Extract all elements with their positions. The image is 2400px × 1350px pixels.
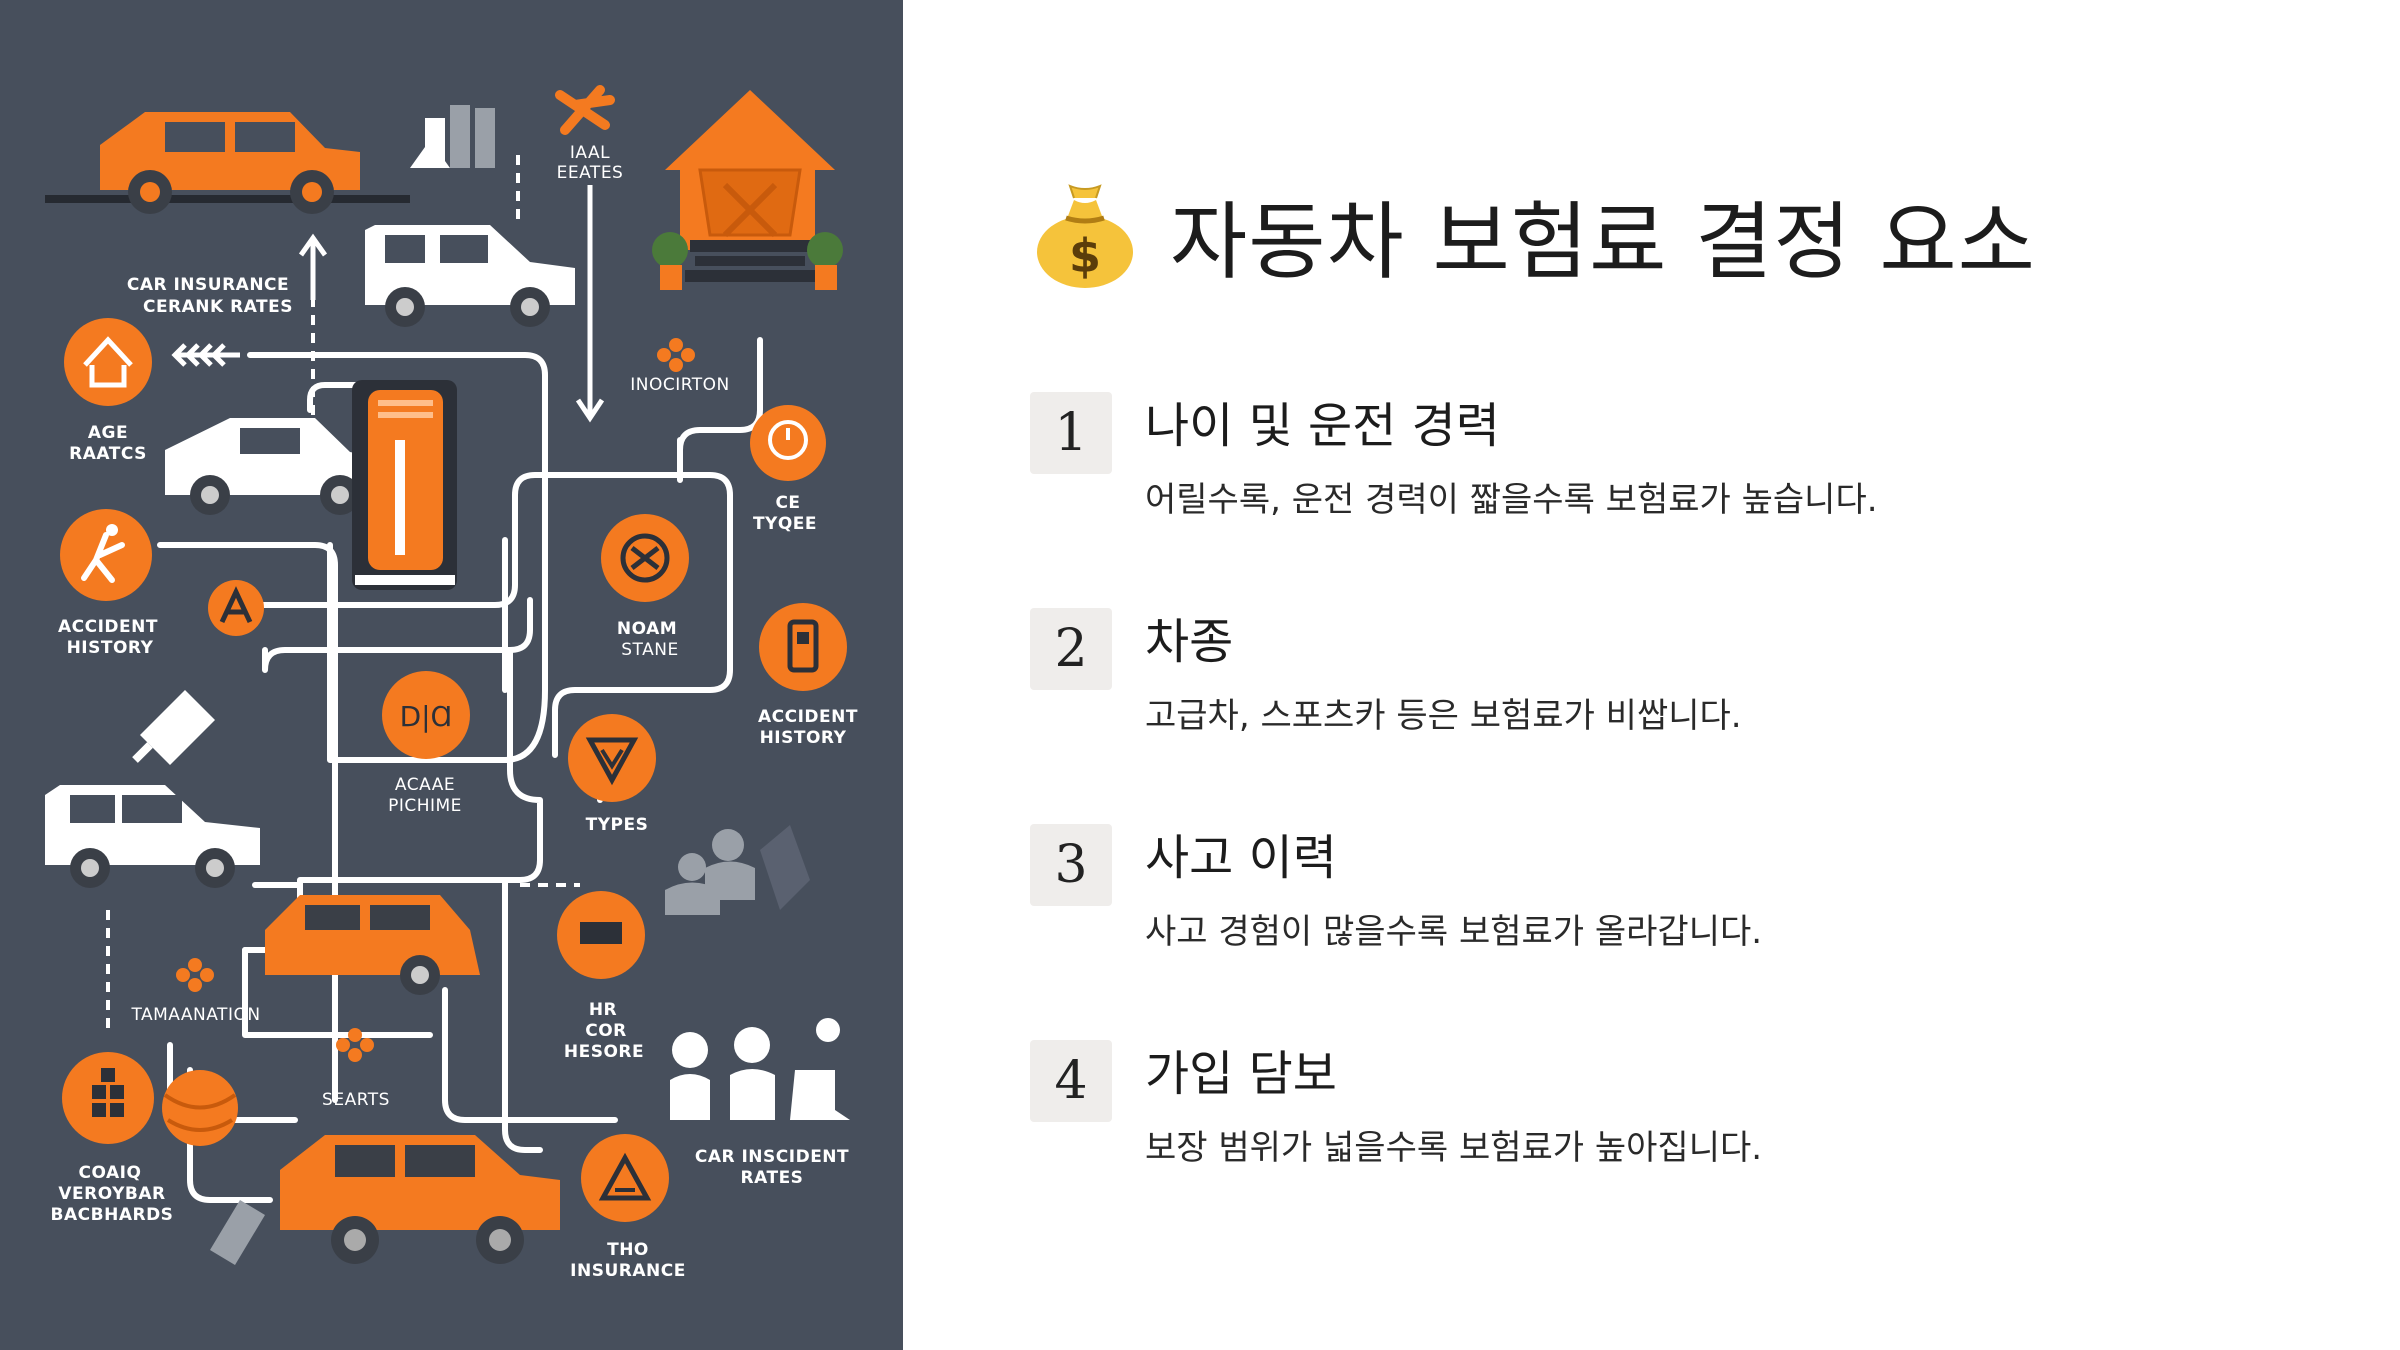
people-group-grey: [665, 825, 810, 915]
label-hesore: HESORE: [564, 1042, 644, 1062]
label-eeates: EEATES: [557, 163, 624, 183]
money-bag-icon: $: [1037, 184, 1133, 288]
house-illustration: [652, 90, 843, 290]
label-age: AGE: [88, 423, 128, 443]
fuel-gauge-illustration: [352, 380, 457, 590]
circle-icon-acaae: D|Ɑ: [382, 671, 470, 759]
circle-icon-globe: [162, 1070, 238, 1146]
title-row: $ 자동차 보험료 결정 요소: [1030, 160, 2330, 310]
label-hr: HR: [589, 1000, 617, 1020]
label-accident-right-2: HISTORY: [760, 728, 847, 748]
label-veroybar: VEROYBAR: [58, 1184, 165, 1204]
label-inocirton: INOCIRTON: [630, 375, 730, 395]
label-coaiq: COAIQ: [79, 1163, 142, 1183]
orange-car-bottom: [210, 1135, 560, 1265]
label-cerank-rates: CERANK RATES: [143, 297, 293, 317]
circle-icon-accident-right: [759, 603, 847, 691]
label-acaae: ACAAE: [395, 775, 455, 795]
circle-icon-accident-left: [60, 509, 152, 601]
label-insurance: INSURANCE: [570, 1261, 686, 1281]
circle-icon-coaiq: [62, 1052, 154, 1144]
factor-title-4: 가입 담보: [1145, 1046, 1337, 1102]
label-tamaanation: TAMAANATION: [130, 1005, 260, 1025]
circle-icon-noam: [601, 514, 689, 602]
page-title: 자동차 보험료 결정 요소: [1170, 192, 2036, 291]
arrows: [171, 185, 605, 423]
illustration-labels: CAR INSURANCE CERANK RATES AGE RAATCS AC…: [51, 143, 858, 1281]
slide-content: $ 자동차 보험료 결정 요소 1 나이 및 운전 경력 어릴수록, 운전 경력…: [1030, 160, 2330, 1168]
factor-title-3: 사고 이력: [1145, 830, 1337, 886]
factor-title-2: 차종: [1145, 614, 1234, 670]
factor-number-4: 4: [1030, 1040, 1112, 1122]
label-car-incident: CAR INSCIDENT: [695, 1147, 849, 1167]
airplane-icon: [555, 85, 615, 135]
label-pichime: PICHIME: [388, 796, 462, 816]
factor-description-3: 사고 경험이 많을수록 보험료가 올라갑니다.: [1145, 912, 1763, 952]
label-bacbhards: BACBHARDS: [51, 1205, 174, 1225]
factor-number-1: 1: [1030, 392, 1112, 474]
white-car-2: [165, 418, 380, 515]
satellite-dish-icon: [132, 690, 215, 765]
label-types: TYPES: [586, 815, 649, 835]
svg-text:$: $: [1069, 229, 1101, 283]
factory-icon: [410, 105, 495, 168]
orange-car-middle: [265, 895, 480, 995]
label-accident-left-1: ACCIDENT: [58, 617, 158, 637]
label-noam: NOAM: [617, 619, 677, 639]
circle-icon-tho: [581, 1134, 669, 1222]
infographic-illustration: D|Ɑ C: [0, 0, 903, 1350]
circle-icon-a: [208, 580, 264, 636]
circle-icon-age: [64, 318, 152, 406]
svg-text:D|Ɑ: D|Ɑ: [400, 700, 453, 733]
factor-title-1: 나이 및 운전 경력: [1145, 398, 1500, 454]
factor-number-3: 3: [1030, 824, 1112, 906]
label-tho: THO: [607, 1240, 649, 1260]
label-raatcs: RAATCS: [69, 444, 147, 464]
label-tyqee: TYQEE: [753, 514, 817, 534]
people-group-icon: [670, 1018, 850, 1120]
small-clover-icons: [176, 338, 695, 1062]
factor-number-2: 2: [1030, 608, 1112, 690]
label-accident-right-1: ACCIDENT: [758, 707, 858, 727]
label-accident-left-2: HISTORY: [67, 638, 154, 658]
factor-description-4: 보장 범위가 넓을수록 보험료가 높아집니다.: [1145, 1128, 1763, 1168]
label-car-insurance: CAR INSURANCE: [127, 275, 289, 295]
white-car-3: [45, 785, 260, 888]
orange-car-top: [45, 112, 410, 214]
factor-description-1: 어릴수록, 운전 경력이 짧을수록 보험료가 높습니다.: [1145, 480, 1878, 520]
label-stane: STANE: [621, 640, 678, 660]
circle-icon-ce: [750, 405, 826, 481]
circle-icon-types: [568, 714, 656, 802]
label-rates: RATES: [741, 1168, 804, 1188]
dashed-paths: [106, 155, 732, 1030]
circle-icon-hr: [557, 891, 645, 979]
label-searts: SEARTS: [322, 1090, 390, 1110]
label-ce: CE: [775, 493, 800, 513]
label-iaal: IAAL: [570, 143, 610, 163]
label-cor: COR: [585, 1021, 627, 1041]
factor-description-2: 고급차, 스포츠카 등은 보험료가 비쌉니다.: [1145, 696, 1742, 736]
white-car-1: [365, 225, 575, 327]
